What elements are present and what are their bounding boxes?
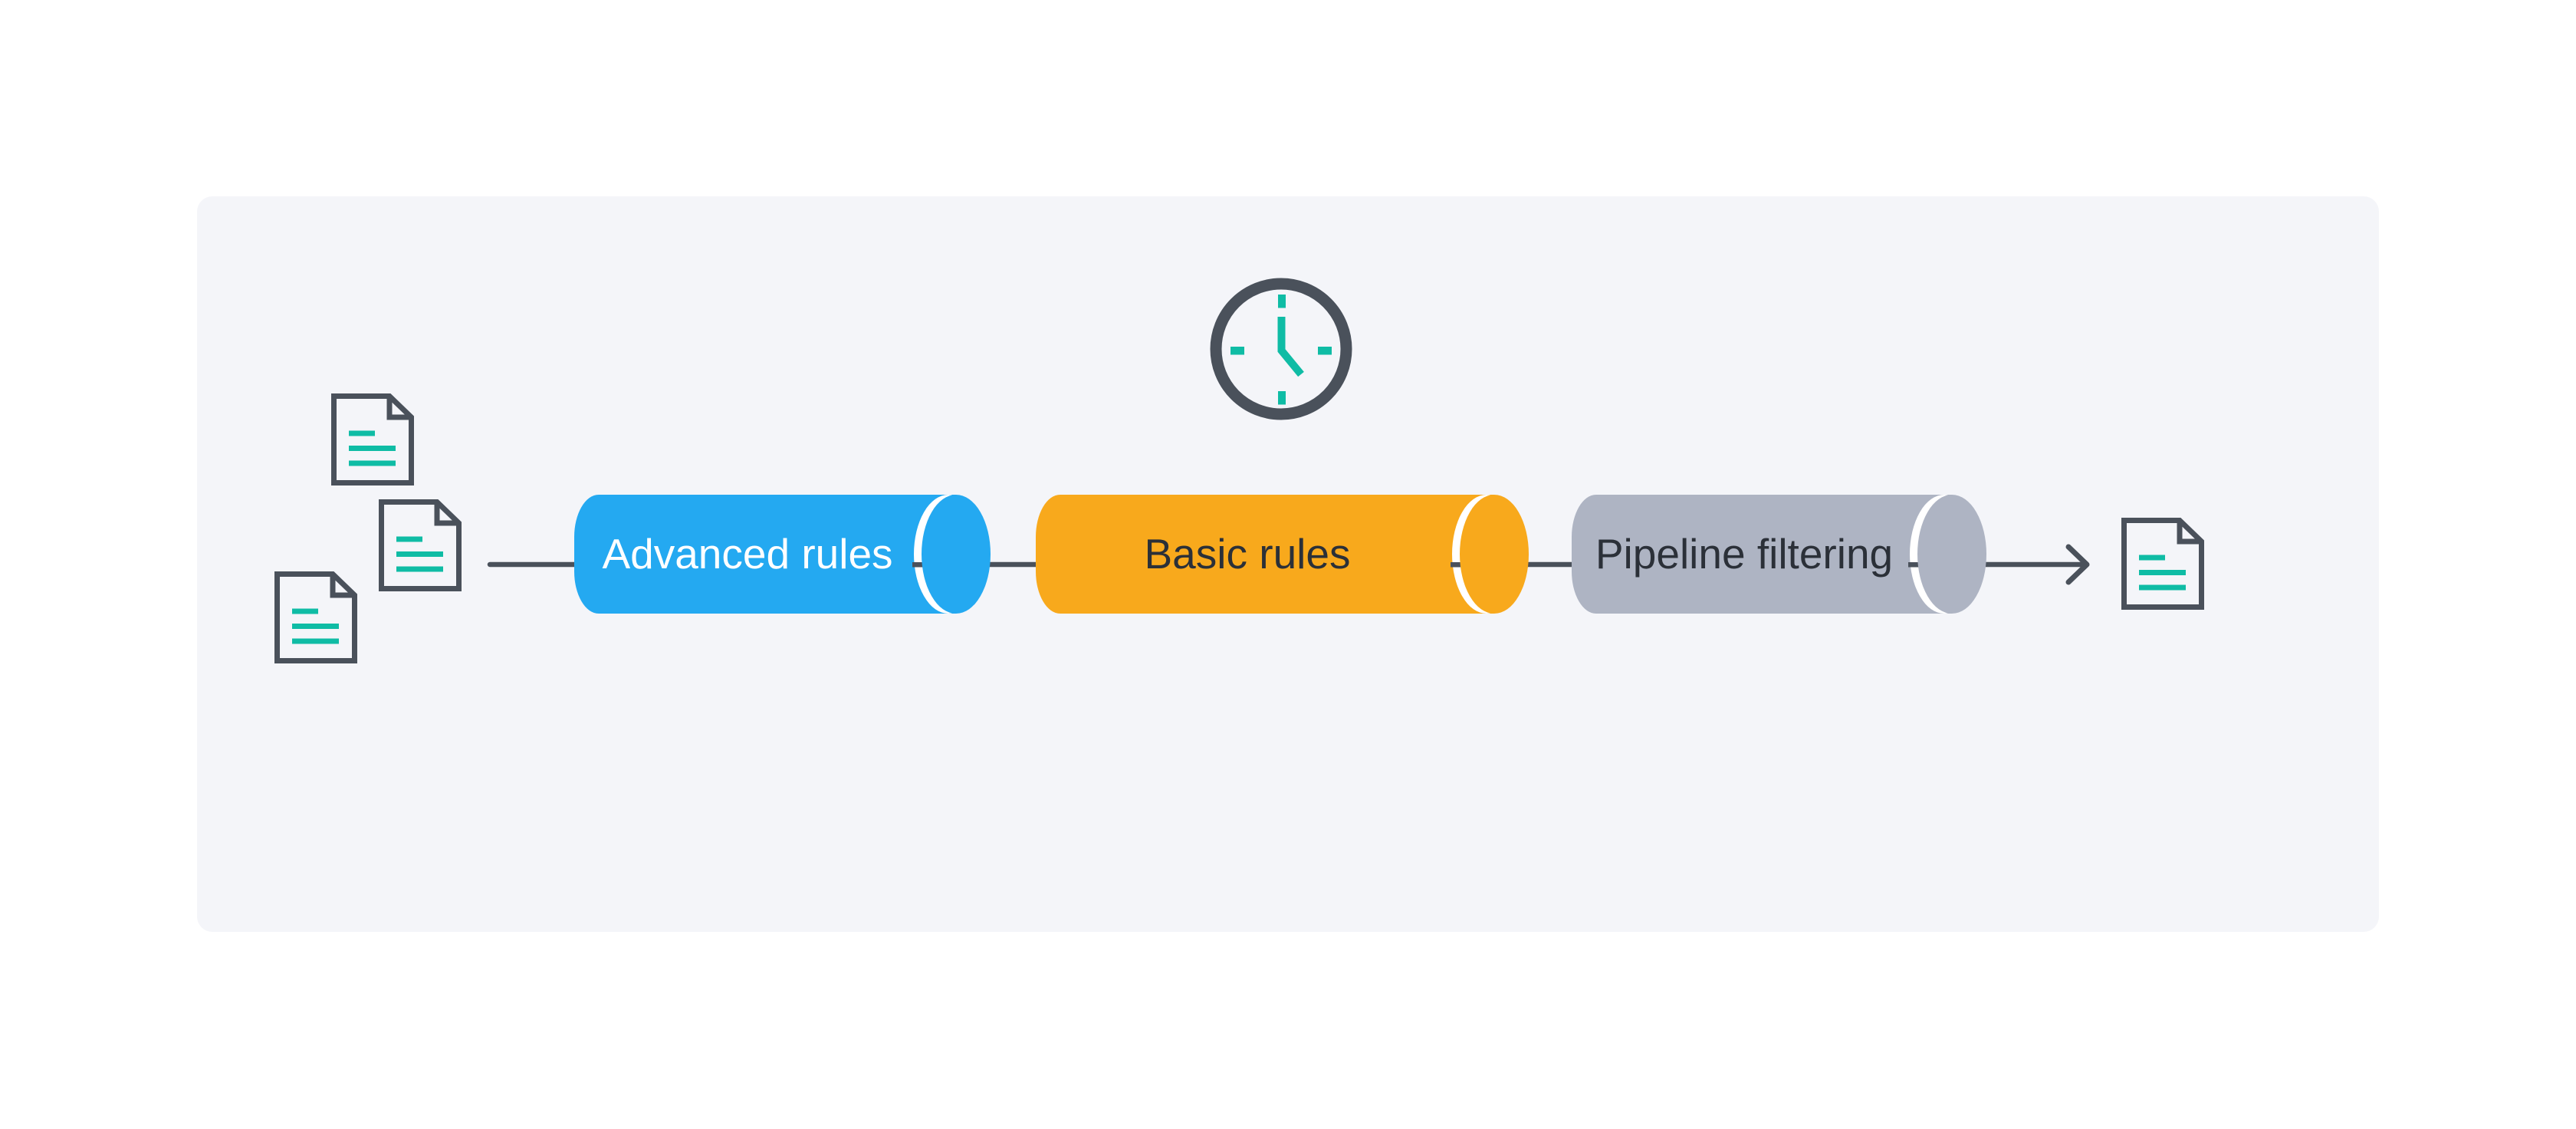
cylinder-cap — [1460, 495, 1529, 614]
cylinder-cap — [1917, 495, 1986, 614]
pipeline-stage-pipeline-filtering: Pipeline filtering — [1572, 495, 1986, 614]
clock-tick-9 — [1230, 347, 1244, 355]
cylinder-body — [574, 495, 956, 614]
clock-tick-6 — [1278, 391, 1286, 405]
clock-ticks — [1230, 295, 1332, 405]
clock-tick-3 — [1318, 347, 1332, 355]
stage-label: Advanced rules — [602, 530, 892, 578]
pipeline-stage-basic-rules: Basic rules — [1036, 495, 1529, 614]
cylinder-cap — [922, 495, 991, 614]
clock-ring — [1210, 278, 1352, 420]
clock-hands — [1277, 317, 1304, 377]
stage-label: Basic rules — [1145, 530, 1351, 578]
pipeline-stage-advanced-rules: Advanced rules — [574, 495, 991, 614]
stage-label: Pipeline filtering — [1595, 530, 1893, 578]
cylinder-body — [1036, 495, 1494, 614]
arrow-right-icon — [2065, 544, 2090, 585]
cylinder-body — [1572, 495, 1952, 614]
clock-tick-12 — [1278, 295, 1286, 308]
clock-icon — [1210, 278, 1352, 420]
